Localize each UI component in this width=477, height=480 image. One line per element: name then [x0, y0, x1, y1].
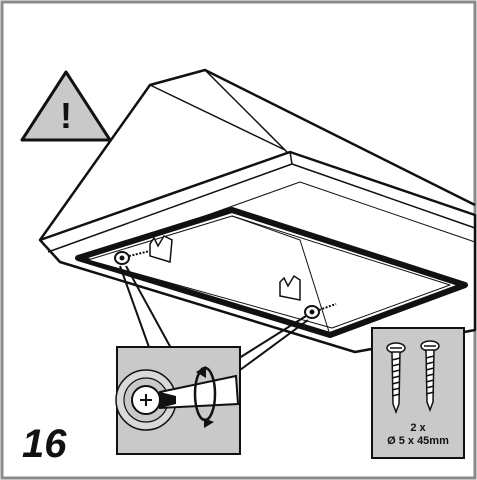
screw-icon: [386, 342, 406, 415]
step-number: 16: [22, 422, 67, 466]
screw-icon: [420, 340, 440, 413]
screw-spec-label: 2 x Ø 5 x 45mm: [376, 422, 460, 448]
filter-clip-left: [149, 235, 173, 263]
screw-size: Ø 5 x 45mm: [387, 435, 449, 447]
warning-symbol: !: [60, 95, 72, 136]
screw-spec-box: [371, 327, 465, 459]
screw-left: [114, 250, 151, 265]
hood-underside: [75, 207, 468, 338]
warning-triangle-icon: !: [20, 70, 112, 142]
zoom-detail-box: [115, 346, 241, 455]
callout-lines: [119, 265, 309, 371]
screw-right: [304, 303, 337, 319]
screw-quantity: 2 x: [410, 422, 426, 434]
filter-clip-right: [279, 274, 301, 301]
